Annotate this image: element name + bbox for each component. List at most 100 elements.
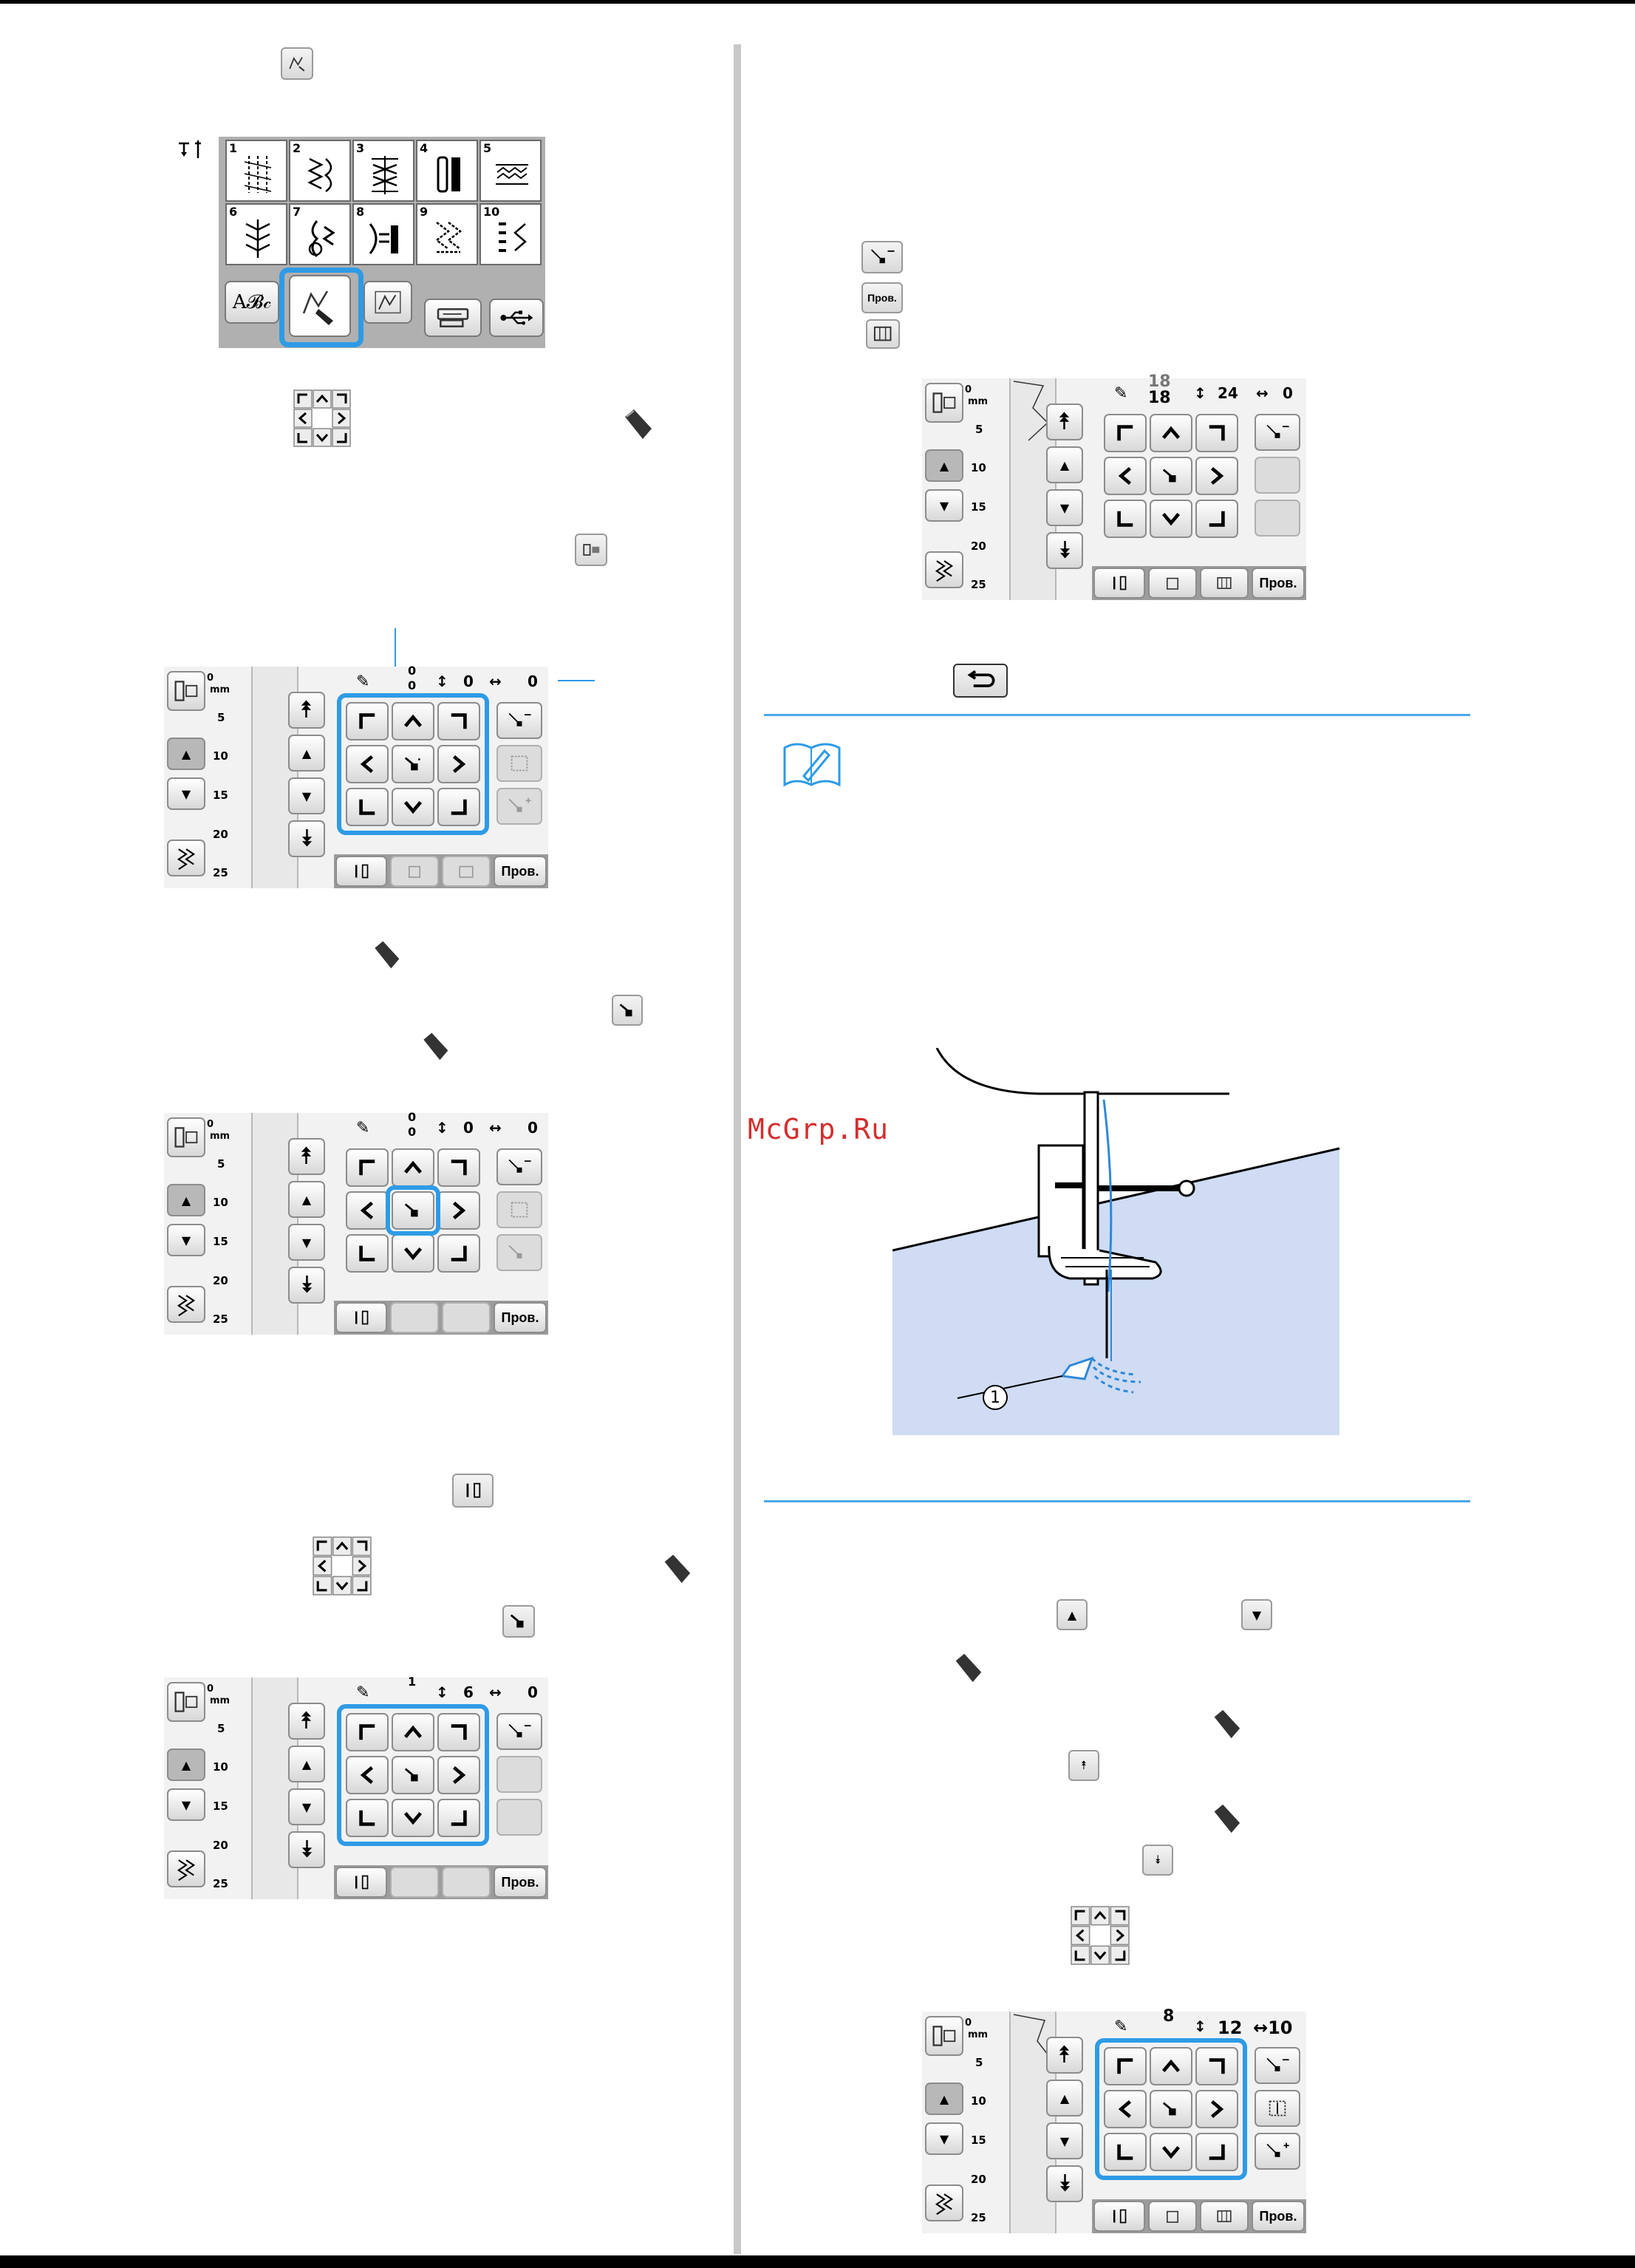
pattern-cell-4[interactable]: 4 [416, 140, 478, 202]
grid-toggle-button[interactable] [925, 2016, 963, 2056]
down-right-key[interactable] [437, 1799, 480, 1837]
pattern-view-button[interactable] [167, 1286, 205, 1323]
pattern-cell-10[interactable]: 10 [479, 203, 542, 265]
down-left-key[interactable] [1104, 2133, 1147, 2171]
down-left-key[interactable] [346, 1799, 389, 1837]
scroll-down-button[interactable]: ▼ [925, 489, 963, 522]
usb-button[interactable] [489, 299, 544, 337]
test-view-button[interactable] [1200, 2201, 1249, 2232]
prev-point-button[interactable]: ▲ [1046, 2080, 1083, 2117]
left-key[interactable] [346, 1756, 389, 1794]
move-point-button[interactable] [1255, 2090, 1300, 2127]
check-button[interactable]: Пров. [1252, 568, 1305, 599]
delete-point-button[interactable] [496, 1713, 542, 1750]
character-stitch-button[interactable]: A𝓑𝒸 [225, 281, 279, 324]
check-icon[interactable]: Пров. [861, 282, 903, 313]
scroll-up-button[interactable]: ▲ [167, 1184, 205, 1216]
last-point-button[interactable]: ⯯ [1046, 532, 1083, 569]
grid-toggle-button[interactable] [167, 671, 205, 711]
machine-memory-button[interactable] [424, 299, 482, 337]
grid-toggle-button[interactable] [925, 383, 963, 423]
stitch-view-button[interactable] [335, 1302, 387, 1333]
right-key[interactable] [1195, 457, 1238, 495]
down-key[interactable] [392, 1234, 434, 1273]
right-key[interactable] [437, 745, 480, 783]
down-right-key[interactable] [437, 788, 480, 826]
right-key[interactable] [1195, 2090, 1238, 2128]
saved-custom-stitch-button[interactable] [363, 281, 412, 324]
grid-toggle-icon[interactable] [575, 534, 607, 566]
scroll-up-button[interactable]: ▲ [167, 738, 205, 770]
prev-point-button[interactable]: ▲ [1046, 446, 1083, 483]
down-key[interactable] [1150, 2133, 1192, 2171]
pattern-cell-1[interactable]: 1 [225, 140, 287, 202]
my-custom-stitch-icon[interactable] [281, 47, 313, 80]
delete-point-button[interactable] [496, 1148, 542, 1185]
set-point-icon[interactable] [612, 995, 643, 1026]
down-right-key[interactable] [1195, 500, 1238, 538]
set-point-key[interactable] [1150, 2090, 1192, 2128]
pattern-view-button[interactable] [925, 551, 963, 588]
stitch-view-button[interactable] [1093, 2201, 1145, 2232]
last-point-button[interactable]: ⯯ [288, 1831, 325, 1868]
pattern-cell-3[interactable]: 3 [352, 140, 414, 202]
pattern-cell-8[interactable]: 8 [352, 203, 414, 265]
my-custom-stitch-button[interactable] [289, 275, 351, 337]
next-point-button[interactable]: ▼ [1046, 2122, 1083, 2159]
up-left-key[interactable] [346, 1148, 389, 1187]
scroll-down-button[interactable]: ▼ [167, 1788, 205, 1821]
pattern-cell-2[interactable]: 2 [289, 140, 351, 202]
left-key[interactable] [1104, 2090, 1147, 2128]
memory-button[interactable] [1148, 568, 1197, 599]
stitch-view-icon[interactable] [452, 1474, 494, 1508]
pattern-cell-9[interactable]: 9 [416, 203, 478, 265]
up-right-key[interactable] [1195, 2047, 1238, 2085]
prev-point-icon[interactable]: ▲ [1057, 1599, 1088, 1630]
down-right-key[interactable] [1195, 2133, 1238, 2171]
set-point-key[interactable] [392, 1191, 434, 1230]
left-key[interactable] [346, 1191, 389, 1230]
prev-point-button[interactable]: ▲ [288, 735, 325, 772]
left-key[interactable] [1104, 457, 1147, 495]
up-key[interactable] [392, 1148, 434, 1187]
first-point-button[interactable]: ⯭ [288, 1138, 325, 1175]
stitch-view-button[interactable] [335, 856, 387, 887]
next-point-button[interactable]: ▼ [288, 1224, 325, 1261]
prev-point-button[interactable]: ▲ [288, 1746, 325, 1782]
up-key[interactable] [392, 1713, 434, 1751]
left-key[interactable] [346, 745, 389, 783]
prev-point-button[interactable]: ▲ [288, 1181, 325, 1218]
next-point-icon[interactable]: ▼ [1241, 1599, 1272, 1630]
up-left-key[interactable] [1104, 2047, 1147, 2085]
stitch-view-button[interactable] [335, 1867, 387, 1898]
up-key[interactable] [392, 702, 434, 740]
pattern-cell-6[interactable]: 6 [225, 203, 287, 265]
scroll-down-button[interactable]: ▼ [925, 2122, 963, 2155]
last-point-button[interactable]: ⯯ [288, 1267, 325, 1304]
pattern-view-button[interactable] [167, 1850, 205, 1887]
first-point-button[interactable]: ⯭ [1046, 403, 1083, 440]
check-button[interactable]: Пров. [1252, 2201, 1305, 2232]
next-point-button[interactable]: ▼ [1046, 489, 1083, 526]
down-key[interactable] [1150, 500, 1192, 538]
insert-point-button[interactable] [1255, 2133, 1300, 2170]
first-point-button[interactable]: ⯭ [288, 1703, 325, 1740]
scroll-up-button[interactable]: ▲ [167, 1748, 205, 1781]
last-point-button[interactable]: ⯯ [288, 820, 325, 857]
delete-point-button[interactable] [1255, 414, 1300, 451]
stitch-view-button[interactable] [1093, 568, 1145, 599]
scroll-down-button[interactable]: ▼ [167, 777, 205, 810]
down-right-key[interactable] [437, 1234, 480, 1273]
down-key[interactable] [392, 1799, 434, 1837]
down-key[interactable] [392, 788, 434, 826]
down-left-key[interactable] [346, 1234, 389, 1273]
next-point-button[interactable]: ▼ [288, 1788, 325, 1825]
scroll-down-button[interactable]: ▼ [167, 1224, 205, 1256]
down-left-key[interactable] [1104, 500, 1147, 538]
check-button[interactable]: Пров. [494, 1302, 547, 1333]
back-button-icon[interactable] [953, 664, 1008, 698]
first-point-button[interactable]: ⯭ [1046, 2037, 1083, 2074]
up-left-key[interactable] [346, 702, 389, 740]
pattern-view-button[interactable] [925, 2184, 963, 2221]
delete-point-button[interactable] [496, 702, 542, 739]
